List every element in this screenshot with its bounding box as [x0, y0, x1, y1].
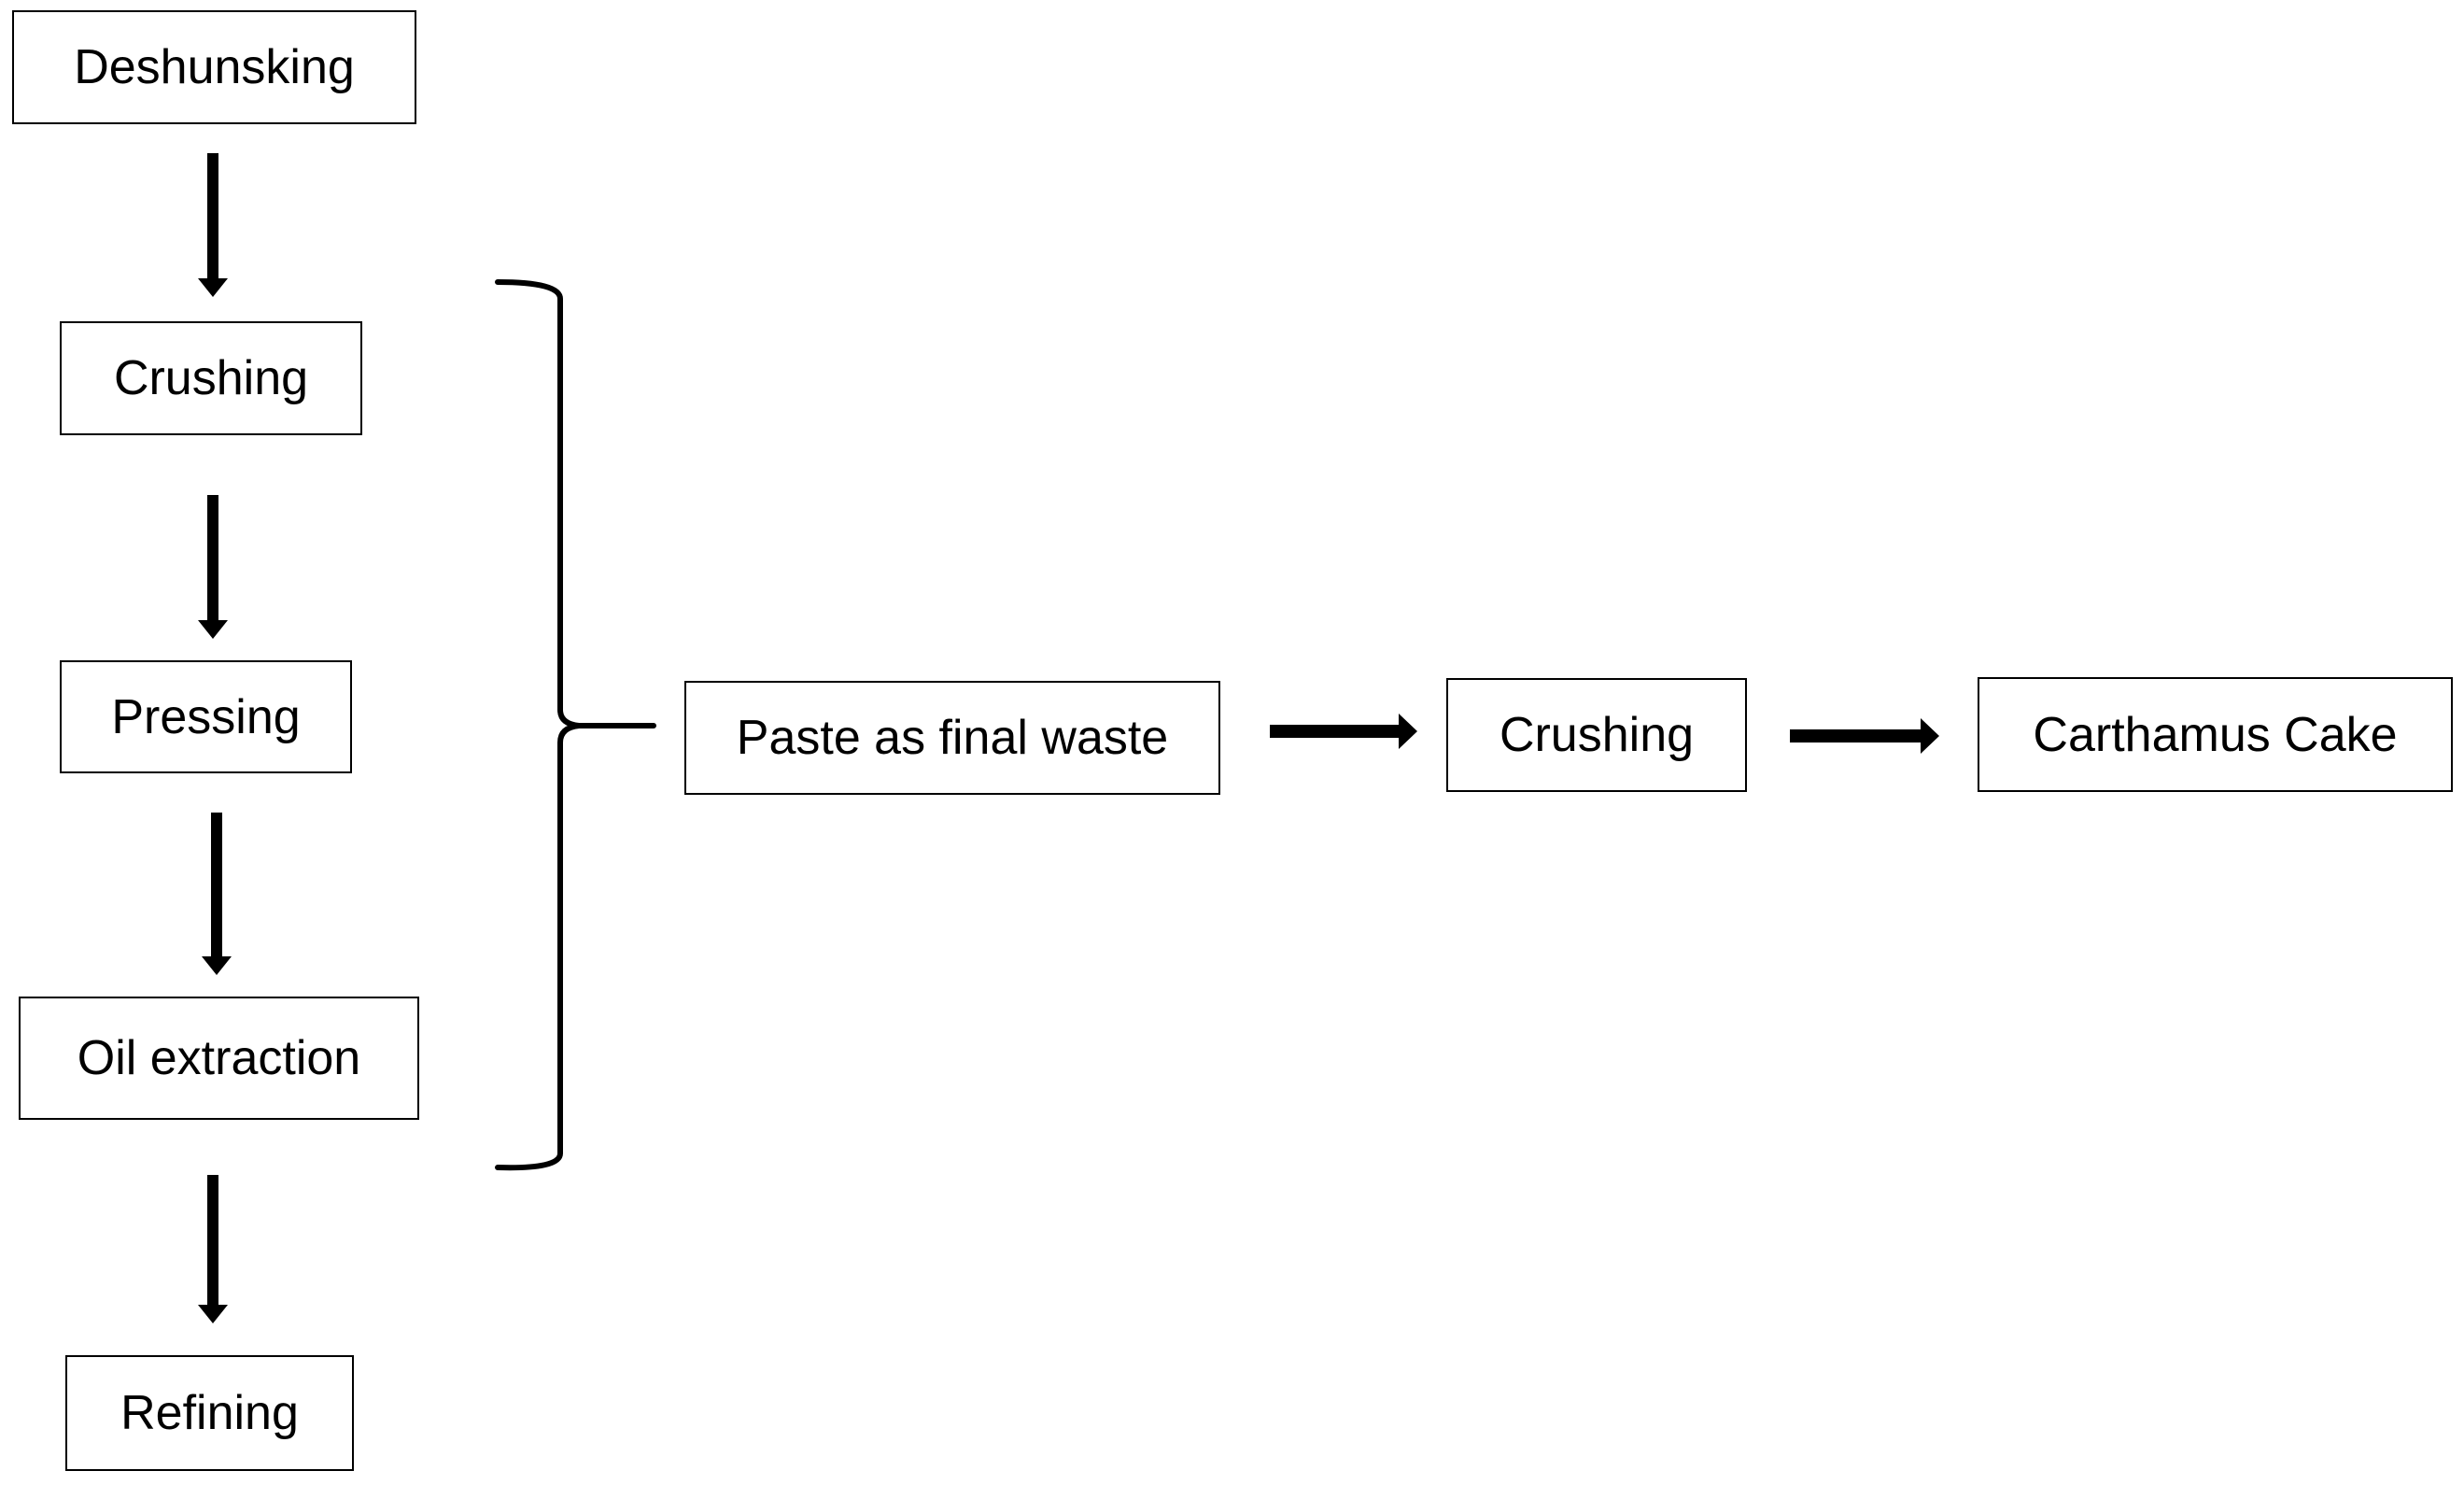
step-crushing: Crushing	[60, 321, 362, 435]
step-label: Oil extraction	[77, 1031, 361, 1085]
step-oil-extraction: Oil extraction	[19, 997, 419, 1120]
step-label: Pressing	[111, 689, 301, 744]
step-label: Carthamus Cake	[2033, 707, 2398, 762]
grouping-brace	[495, 279, 656, 1171]
step-label: Crushing	[113, 351, 309, 405]
step-refining: Refining	[65, 1355, 354, 1471]
step-crushing-second: Crushing	[1446, 678, 1747, 792]
arrow-oil-extraction-to-refining	[198, 1175, 228, 1323]
arrow-pressing-to-oil-extraction	[202, 813, 232, 975]
step-label: Deshunsking	[74, 40, 355, 94]
step-carthamus-cake: Carthamus Cake	[1978, 677, 2453, 792]
step-label: Paste as final waste	[736, 711, 1169, 765]
arrow-paste-to-crushing	[1270, 714, 1417, 749]
arrow-deshunsking-to-crushing	[198, 153, 228, 297]
step-label: Refining	[120, 1386, 299, 1440]
arrow-crushing-to-pressing	[198, 495, 228, 639]
step-label: Crushing	[1499, 708, 1695, 762]
arrow-crushing-to-carthamus-cake	[1790, 718, 1939, 754]
step-deshunsking: Deshunsking	[12, 10, 416, 124]
step-paste-final-waste: Paste as final waste	[684, 681, 1220, 795]
step-pressing: Pressing	[60, 660, 352, 773]
